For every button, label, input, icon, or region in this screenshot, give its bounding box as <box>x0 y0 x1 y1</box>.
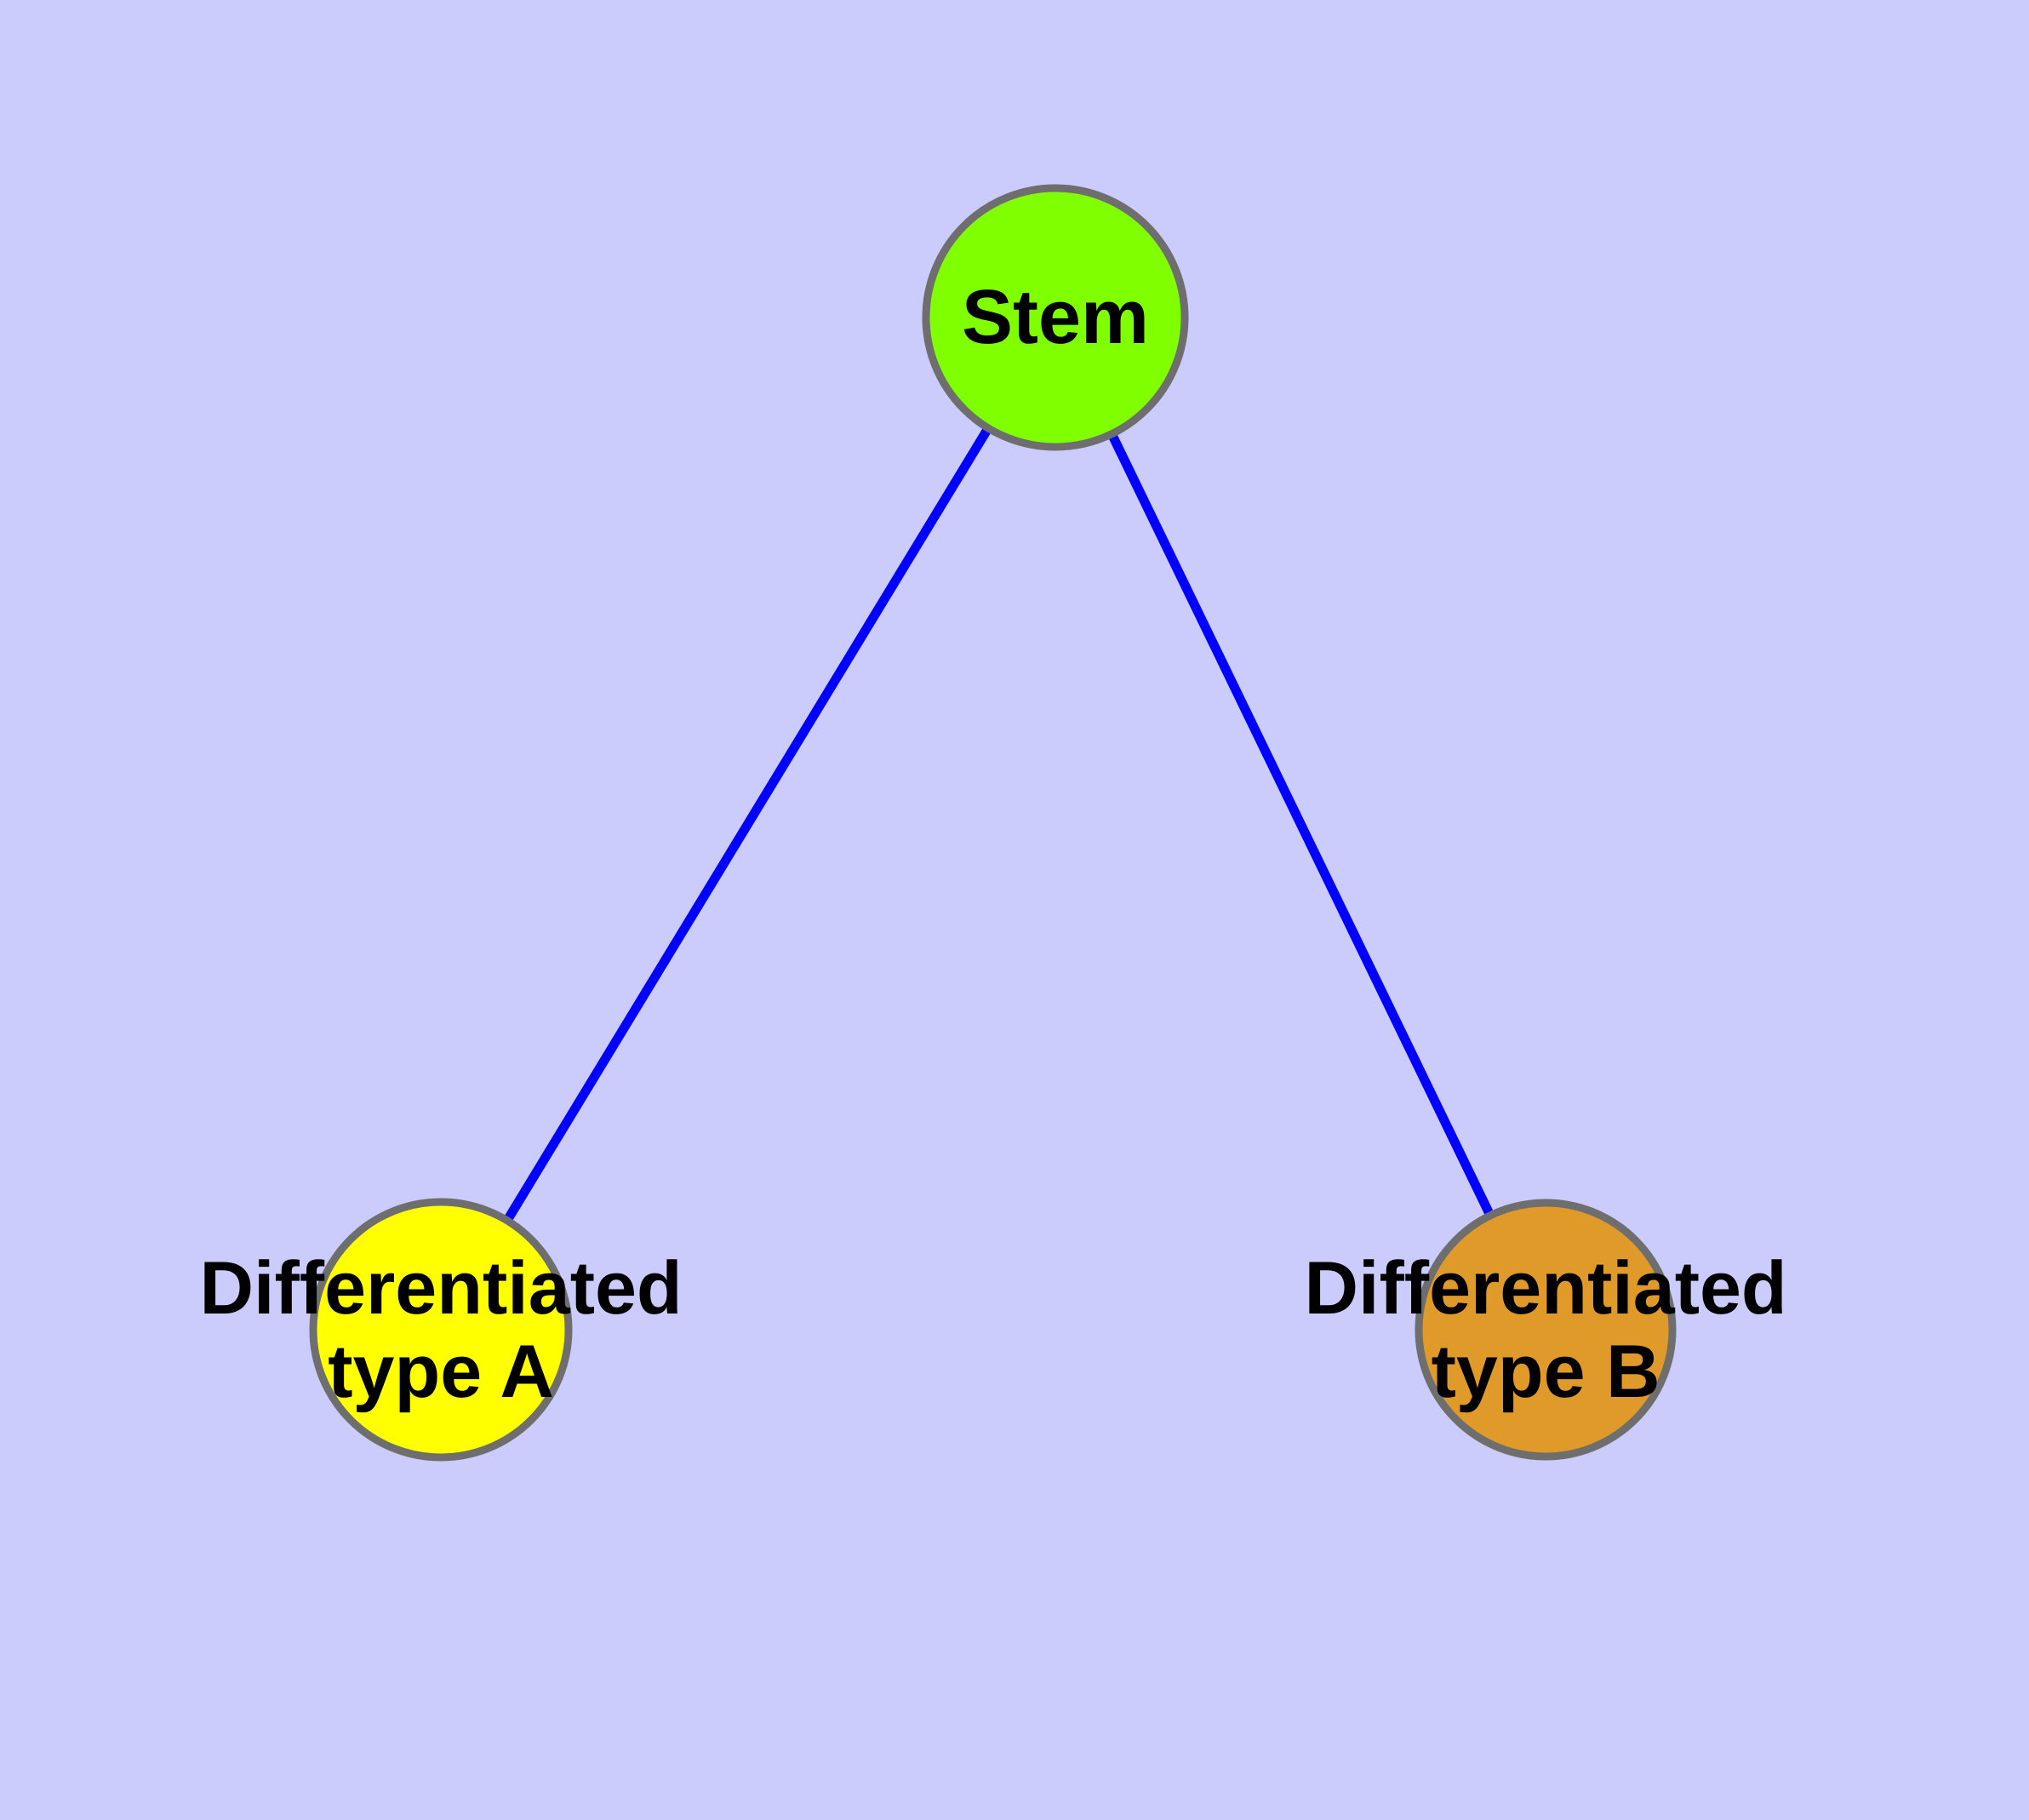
graph-node-diff_a[interactable] <box>309 1198 573 1462</box>
graph-edge[interactable] <box>437 315 1060 1332</box>
graph-node-diff_b[interactable] <box>1415 1199 1677 1461</box>
edge-layer <box>437 315 1550 1332</box>
node-layer <box>309 184 1677 1462</box>
graph-node-stem[interactable] <box>922 184 1189 451</box>
graph-edge[interactable] <box>1051 315 1550 1332</box>
